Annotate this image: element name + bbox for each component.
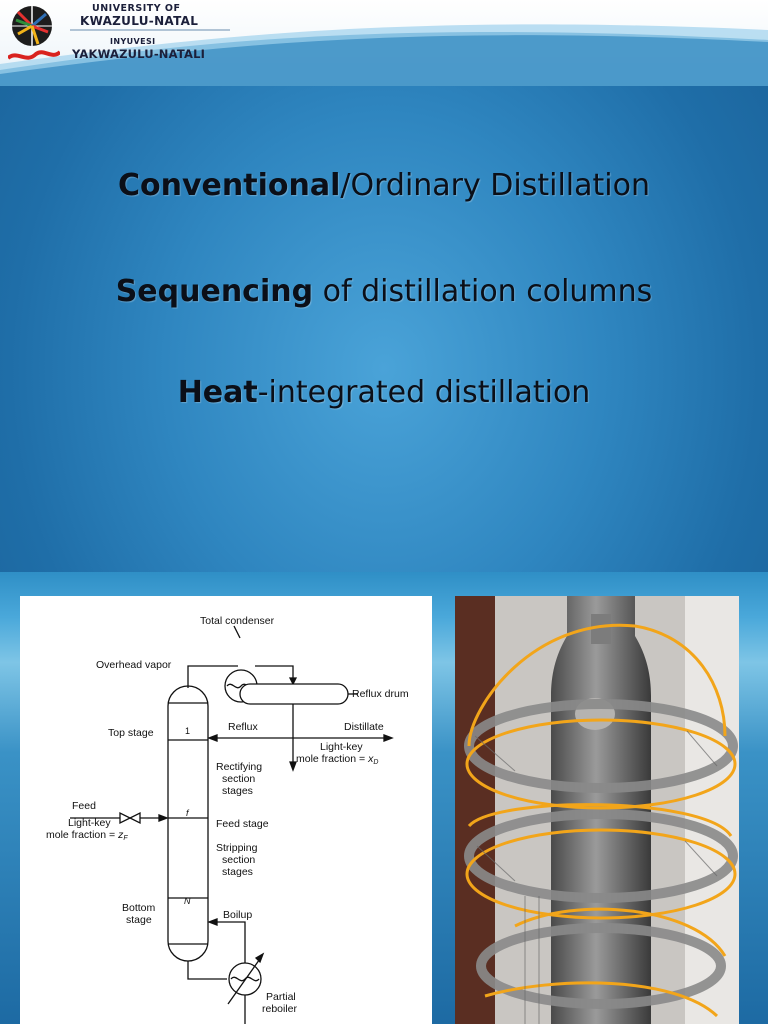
- label-light-key-d: Light-key: [320, 741, 363, 753]
- title-line-3-rest: -integrated distillation: [257, 375, 591, 410]
- label-overhead-vapor: Overhead vapor: [96, 659, 172, 671]
- label-total-condenser: Total condenser: [200, 615, 275, 627]
- distillation-column-photo: [455, 596, 739, 1024]
- university-name-line3: INYUVESI: [110, 37, 156, 46]
- header-bar: UNIVERSITY OF KWAZULU-NATAL INYUVESI YAK…: [0, 0, 768, 86]
- column-shell: [167, 685, 209, 962]
- university-name-line4: YAKWAZULU-NATALI: [72, 47, 206, 61]
- label-bottom-stage-2: stage: [126, 914, 152, 926]
- title-line-2: Sequencing of distillation columns: [0, 274, 768, 309]
- title-line-2-bold: Sequencing: [115, 274, 314, 309]
- title-line-1-bold: Conventional: [118, 168, 341, 203]
- university-name-line2: KWAZULU-NATAL: [80, 14, 199, 28]
- photo-illustration: [455, 596, 739, 1024]
- label-mole-fraction-f: mole fraction = zF: [46, 829, 128, 842]
- label-light-key-f: Light-key: [68, 817, 111, 829]
- header-swoosh: [0, 24, 768, 86]
- label-mole-fraction-d: mole fraction = xD: [296, 753, 378, 766]
- university-logo-icon: [8, 6, 60, 60]
- title-line-3-bold: Heat: [177, 375, 258, 410]
- title-line-2-rest: of distillation columns: [313, 274, 653, 309]
- diagram-svg: Total condenser Overhead vapor Reflux dr…: [46, 615, 409, 1024]
- title-line-3: Heat-integrated distillation: [0, 375, 768, 410]
- label-rectifying-1: Rectifying: [216, 761, 262, 773]
- label-rectifying-2: section: [222, 773, 255, 785]
- label-stage-n: N: [184, 896, 191, 906]
- label-stage-f: f: [186, 808, 190, 818]
- label-partial-1: Partial: [266, 991, 296, 1003]
- label-distillate: Distillate: [344, 721, 384, 733]
- title-line-1-rest: /Ordinary Distillation: [340, 168, 650, 203]
- label-stripping-2: section: [222, 854, 255, 866]
- label-bottom-stage-1: Bottom: [122, 902, 156, 914]
- label-feed-stage: Feed stage: [216, 818, 269, 830]
- label-boilup: Boilup: [223, 909, 252, 921]
- label-rectifying-3: stages: [222, 785, 253, 797]
- label-stripping-3: stages: [222, 866, 253, 878]
- university-name-line1: UNIVERSITY OF: [92, 3, 181, 14]
- label-top-stage: Top stage: [108, 727, 154, 739]
- label-feed: Feed: [72, 800, 96, 812]
- title-line-1: Conventional/Ordinary Distillation: [0, 168, 768, 203]
- label-stripping-1: Stripping: [216, 842, 258, 854]
- label-reflux-drum: Reflux drum: [352, 688, 409, 700]
- label-reflux: Reflux: [228, 721, 259, 733]
- reflux-drum-icon: [239, 683, 349, 705]
- label-partial-2: reboiler: [262, 1003, 298, 1015]
- label-stage-1: 1: [185, 726, 190, 736]
- distillation-column-diagram: Total condenser Overhead vapor Reflux dr…: [20, 596, 432, 1024]
